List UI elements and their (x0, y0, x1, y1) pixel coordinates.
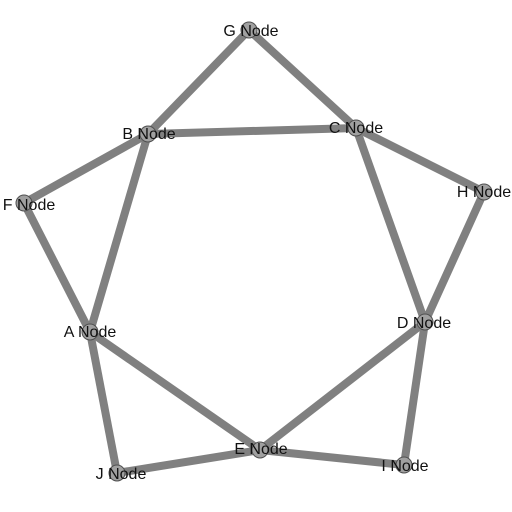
edge-c-d (352, 126, 429, 324)
edge-j-e (116, 446, 261, 477)
node-label-g: G Node (223, 23, 278, 40)
node-label-f: F Node (3, 197, 56, 214)
node-f[interactable] (15, 194, 33, 212)
node-i[interactable] (395, 456, 413, 474)
labels-layer: G Node B Node C Node F Node H Node A Node D No… (3, 23, 511, 483)
edge-c-h (354, 124, 486, 196)
edge-g-c (246, 27, 359, 131)
edge-h-d (421, 190, 488, 324)
edge-a-j (86, 331, 121, 474)
edge-d-i (400, 321, 429, 466)
node-label-h: H Node (457, 184, 511, 201)
node-b[interactable] (139, 125, 157, 143)
edge-b-a (86, 132, 152, 334)
node-g[interactable] (240, 21, 258, 39)
node-label-i: I Node (381, 458, 428, 475)
node-label-c: C Node (329, 120, 383, 137)
edge-g-b (145, 27, 252, 137)
nodes-layer (15, 21, 493, 482)
edge-b-c (147, 124, 357, 138)
node-label-e: E Node (234, 441, 287, 458)
node-d[interactable] (416, 313, 434, 331)
node-e[interactable] (251, 441, 269, 459)
edge-a-e (87, 328, 263, 454)
node-label-j: J Node (96, 466, 147, 483)
node-label-a: A Node (64, 324, 117, 341)
edge-e-i (259, 446, 405, 469)
edges-layer (20, 27, 488, 477)
node-a[interactable] (81, 323, 99, 341)
node-h[interactable] (475, 183, 493, 201)
node-c[interactable] (347, 119, 365, 137)
node-j[interactable] (108, 464, 126, 482)
edge-b-f (22, 130, 150, 207)
edge-e-d (257, 318, 428, 454)
node-label-d: D Node (397, 315, 451, 332)
node-label-b: B Node (122, 126, 175, 143)
edge-f-a (20, 201, 94, 334)
